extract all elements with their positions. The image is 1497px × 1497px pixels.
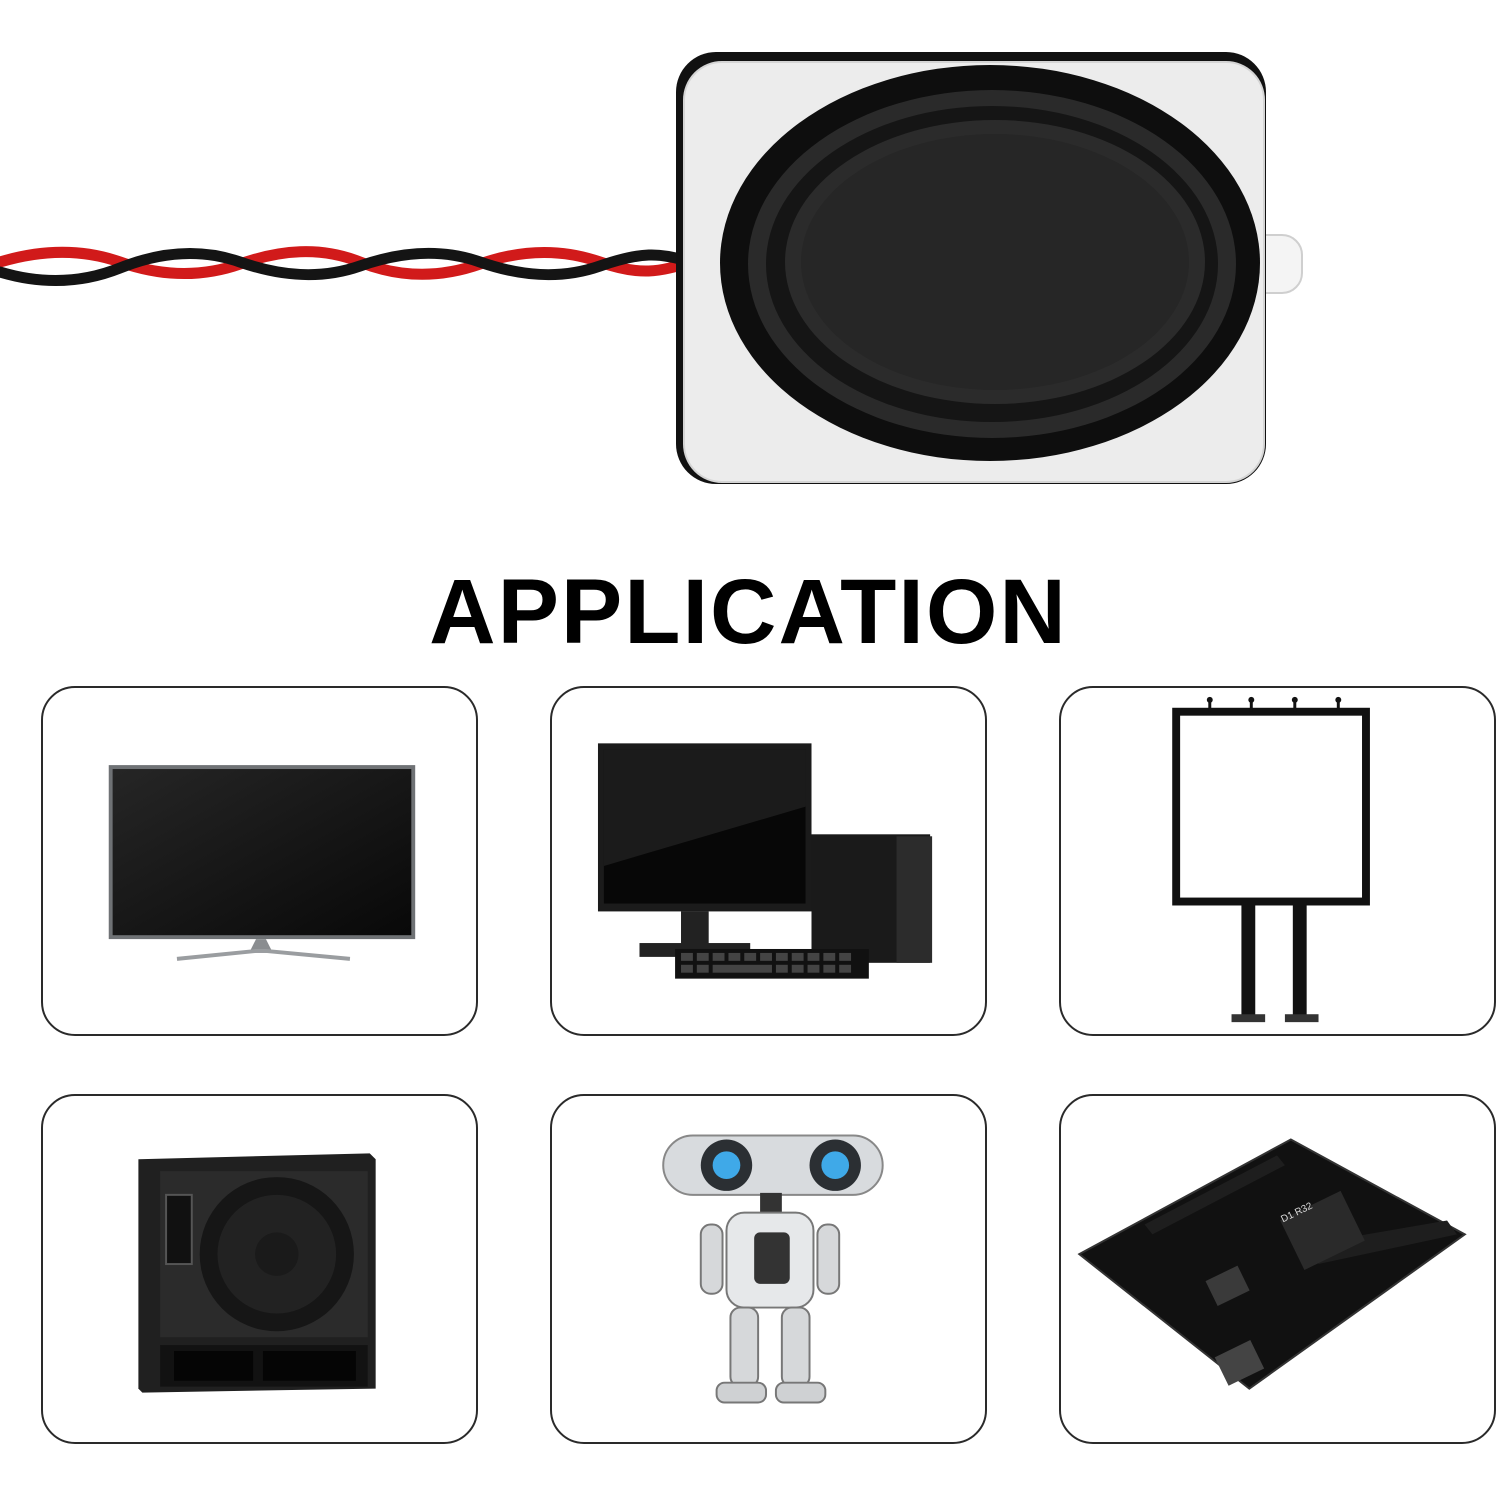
twisted-wires: [0, 246, 696, 286]
page-title: APPLICATION: [429, 561, 1068, 663]
subwoofer-icon: [138, 1153, 376, 1393]
desktop-computer-icon: [597, 743, 933, 979]
application-card-subwoofer: [41, 1094, 478, 1444]
application-card-circuit-board: D1 R32: [1059, 1094, 1496, 1444]
billboard-icon: [1172, 696, 1370, 1023]
application-card-robot: [550, 1094, 987, 1444]
application-card-computer: [550, 686, 987, 1036]
application-card-tv: [41, 686, 478, 1036]
speaker-product-image: [0, 52, 1303, 484]
circuit-board-icon: D1 R32: [1077, 1138, 1467, 1390]
application-card-billboard: [1059, 686, 1496, 1036]
robot-icon: [662, 1134, 884, 1404]
television-icon: [108, 765, 416, 961]
